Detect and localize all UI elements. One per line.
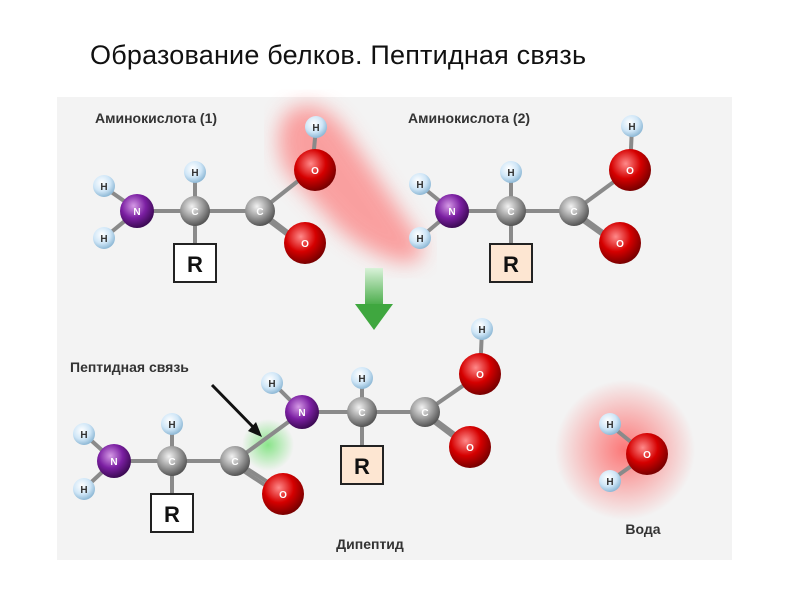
hydrogen-atom: H [471, 318, 493, 340]
svg-text:O: O [301, 239, 309, 250]
svg-text:C: C [231, 457, 238, 468]
hydrogen-atom: H [500, 161, 522, 183]
hydrogen-atom: H [599, 413, 621, 435]
hydrogen-atom: H [73, 423, 95, 445]
svg-text:C: C [570, 207, 577, 218]
r-group-box [340, 445, 384, 485]
peptide-bond-label: Пептидная связь [70, 359, 189, 375]
nitrogen-atom: N [435, 194, 469, 228]
svg-text:H: H [478, 325, 485, 336]
svg-text:O: O [476, 370, 484, 381]
svg-text:C: C [168, 457, 175, 468]
svg-text:O: O [466, 443, 474, 454]
water-glow [555, 380, 695, 520]
oxygen-atom: O [284, 222, 326, 264]
svg-text:H: H [312, 123, 319, 134]
hydrogen-atom: H [305, 116, 327, 138]
svg-text:H: H [100, 234, 107, 245]
svg-text:C: C [507, 207, 514, 218]
hydrogen-atom: H [409, 227, 431, 249]
r-group-box [489, 243, 533, 283]
nitrogen-atom: N [120, 194, 154, 228]
hydrogen-atom: H [599, 470, 621, 492]
svg-text:H: H [168, 420, 175, 431]
carbon-atom: C [157, 446, 187, 476]
hydrogen-atom: H [621, 115, 643, 137]
hydrogen-atom: H [93, 175, 115, 197]
svg-text:N: N [448, 207, 455, 218]
oxygen-atom: O [459, 353, 501, 395]
r-group-label: R [187, 252, 203, 277]
hydrogen-atom: H [73, 478, 95, 500]
nitrogen-atom: N [285, 395, 319, 429]
svg-text:H: H [628, 122, 635, 133]
oxygen-atom: O [599, 222, 641, 264]
hydrogen-atom: H [161, 413, 183, 435]
hydrogen-atom: H [184, 161, 206, 183]
svg-text:O: O [643, 450, 651, 461]
hydrogen-atom: H [409, 173, 431, 195]
svg-text:H: H [358, 374, 365, 385]
amino-acid-1-label: Аминокислота (1) [95, 110, 217, 126]
water-label: Вода [625, 521, 660, 537]
oxygen-atom: O [294, 149, 336, 191]
amino-acid-1: Аминокислота (1) R H H N H C C O O H [93, 110, 336, 283]
svg-text:H: H [507, 168, 514, 179]
carbon-atom: C [347, 397, 377, 427]
svg-text:O: O [616, 239, 624, 250]
svg-text:C: C [421, 408, 428, 419]
oxygen-atom: O [609, 149, 651, 191]
svg-text:C: C [191, 207, 198, 218]
svg-text:C: C [358, 408, 365, 419]
carbon-atom: C [496, 196, 526, 226]
svg-text:H: H [80, 485, 87, 496]
water-molecule: H H O Вода [599, 413, 668, 537]
hydrogen-atom: H [93, 227, 115, 249]
svg-text:O: O [279, 490, 287, 501]
carbon-atom: C [180, 196, 210, 226]
svg-text:H: H [100, 182, 107, 193]
pointer-arrow-icon [210, 383, 262, 437]
carbon-atom: C [245, 196, 275, 226]
dipeptide: Пептидная связь R [70, 318, 501, 552]
svg-text:H: H [606, 477, 613, 488]
oxygen-atom: O [626, 433, 668, 475]
carbon-atom: C [559, 196, 589, 226]
svg-text:N: N [133, 207, 140, 218]
amino-acid-2-label: Аминокислота (2) [408, 110, 530, 126]
svg-text:C: C [256, 207, 263, 218]
down-arrow-icon [355, 268, 393, 330]
amino-acid-2: Аминокислота (2) R H H N H C C O O H [408, 110, 651, 283]
nitrogen-atom: N [97, 444, 131, 478]
svg-text:H: H [268, 379, 275, 390]
oxygen-atom: O [449, 426, 491, 468]
r-group-label: R [503, 252, 519, 277]
r-group-label: R [354, 454, 370, 479]
svg-text:O: O [626, 166, 634, 177]
svg-text:H: H [416, 234, 423, 245]
hydrogen-atom: H [351, 367, 373, 389]
slide-title: Образование белков. Пептидная связь [90, 40, 587, 70]
svg-text:O: O [311, 166, 319, 177]
svg-text:H: H [606, 420, 613, 431]
r-group-box [173, 243, 217, 283]
r-group-label: R [164, 502, 180, 527]
oxygen-atom: O [262, 473, 304, 515]
svg-text:N: N [110, 457, 117, 468]
carbon-atom: C [220, 446, 250, 476]
svg-text:H: H [191, 168, 198, 179]
hydrogen-atom: H [261, 372, 283, 394]
svg-text:N: N [298, 408, 305, 419]
dipeptide-label: Дипептид [336, 536, 404, 552]
r-group-box [150, 493, 194, 533]
svg-text:H: H [80, 430, 87, 441]
svg-text:H: H [416, 180, 423, 191]
carbon-atom: C [410, 397, 440, 427]
